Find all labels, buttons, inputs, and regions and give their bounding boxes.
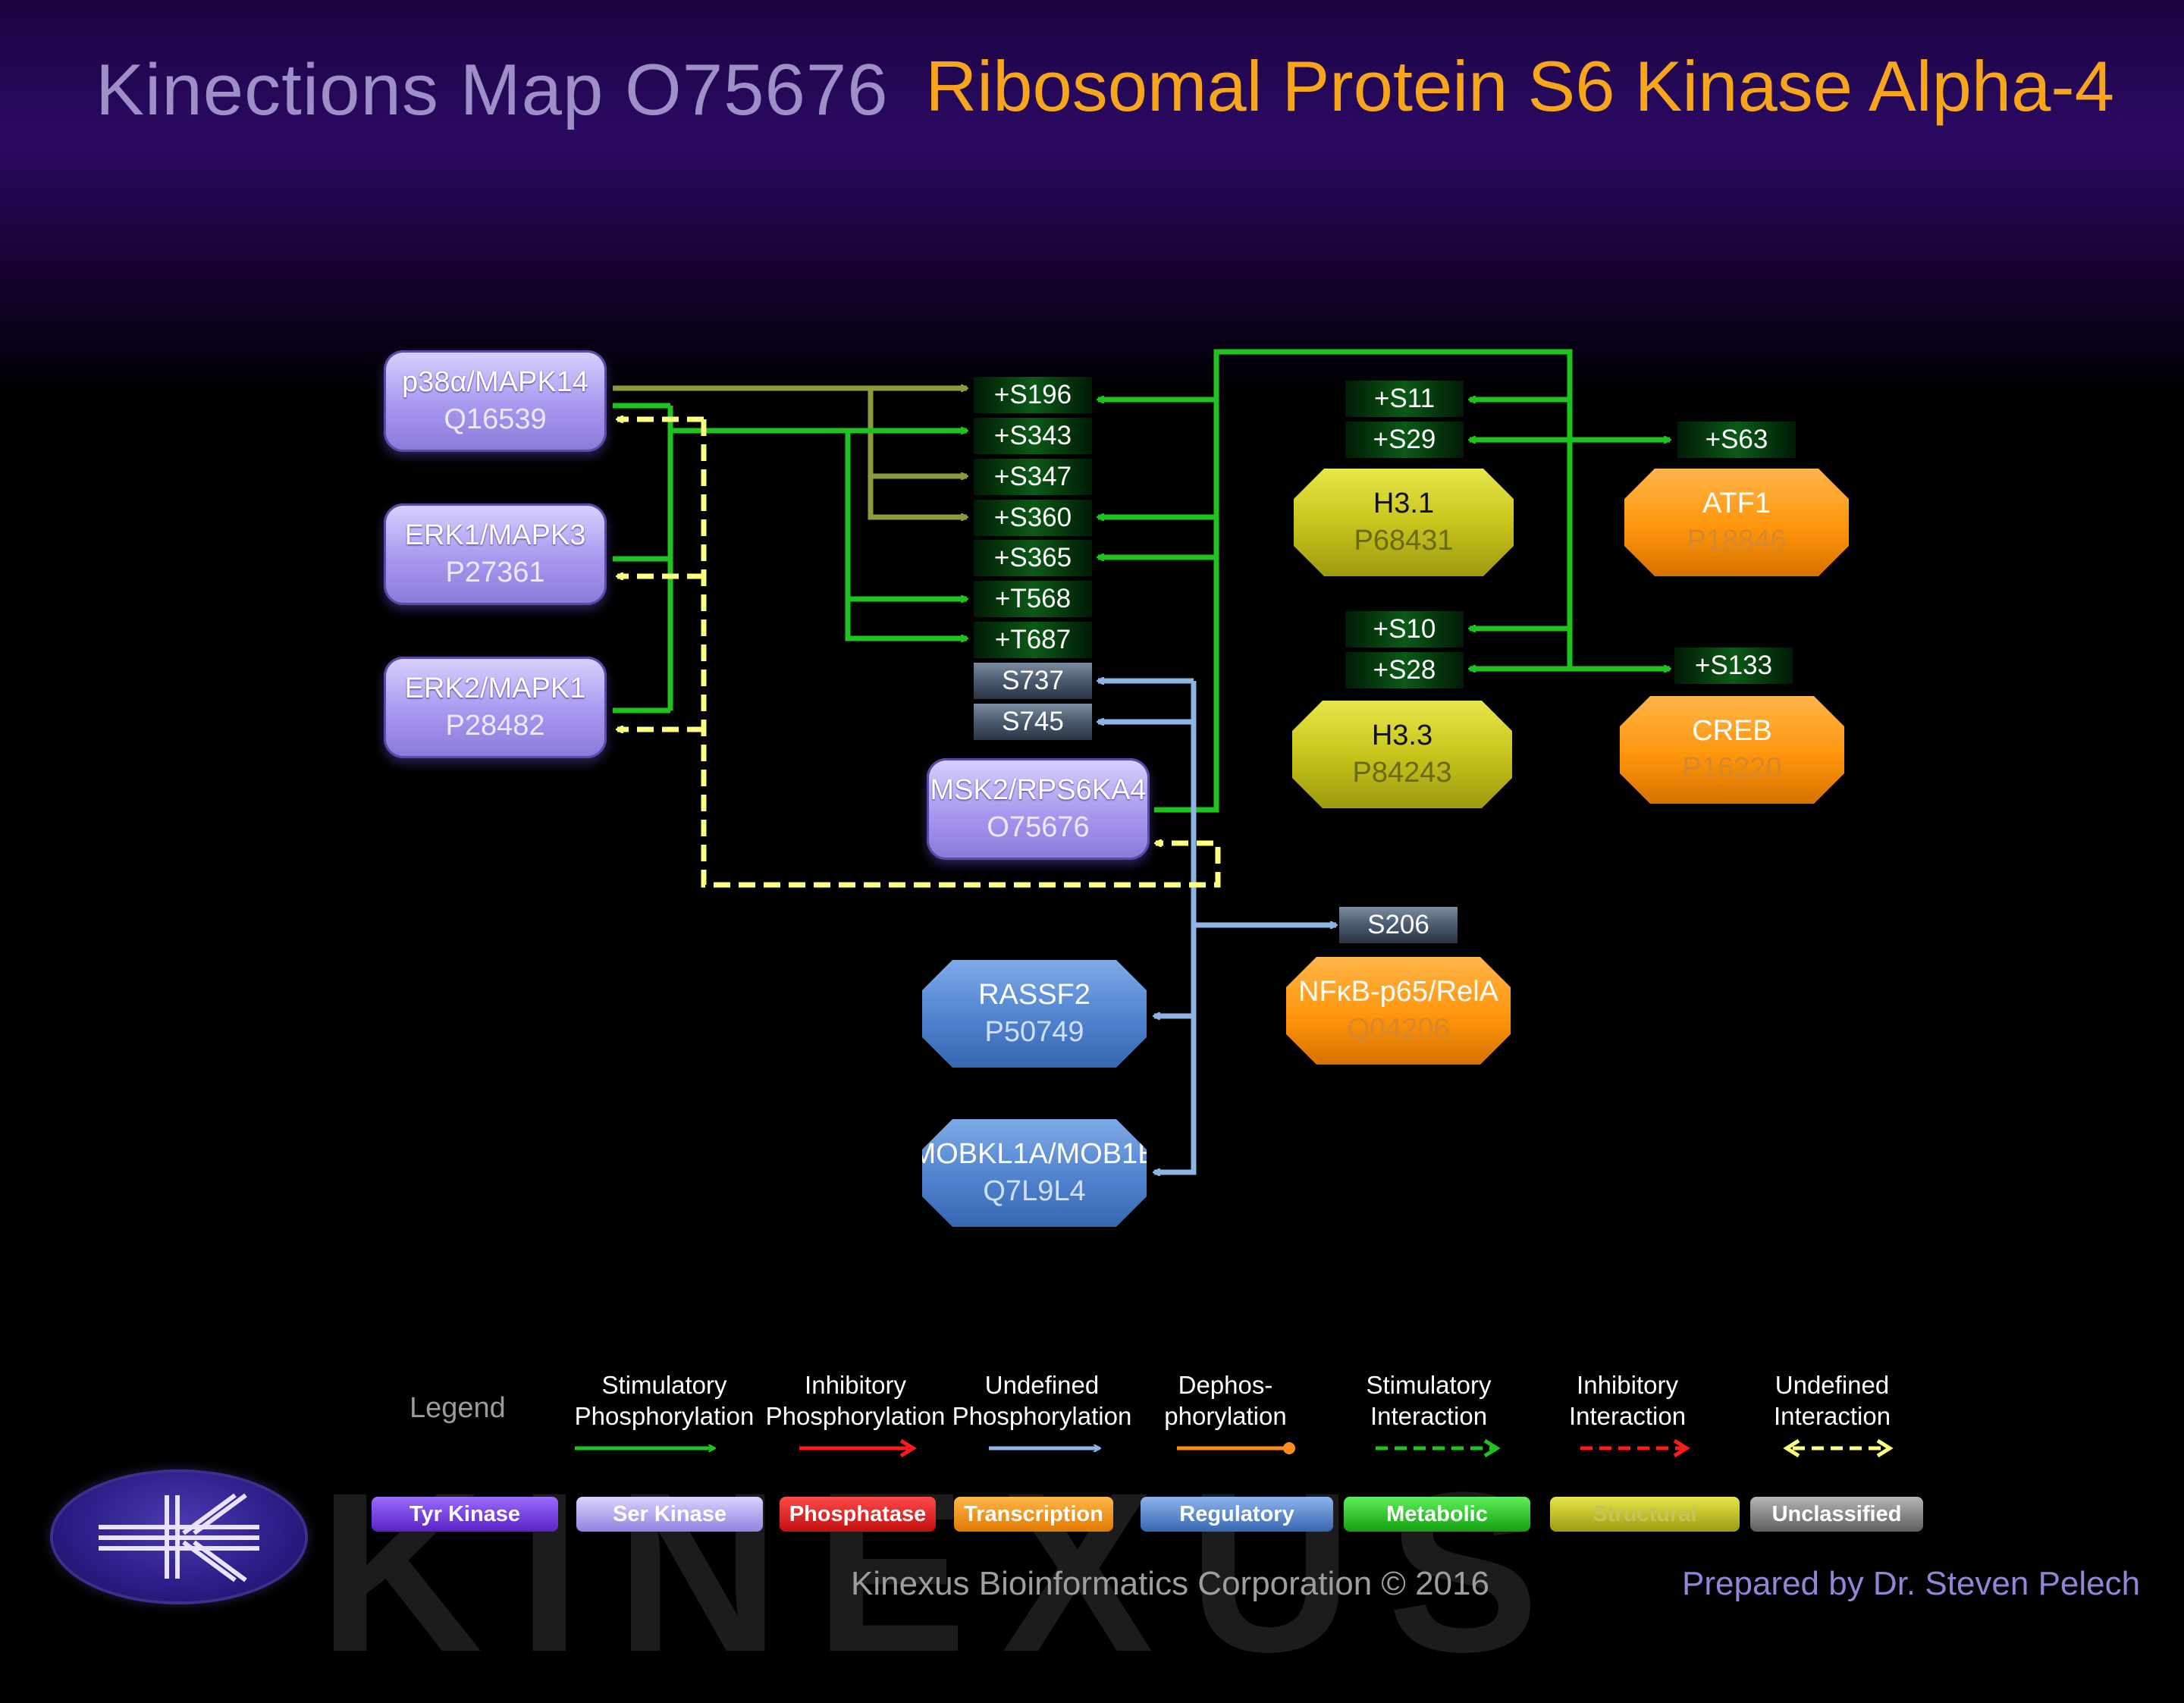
legend-chip-ser-kinase: Ser Kinase	[576, 1497, 763, 1532]
legend-chip-metabolic: Metabolic	[1344, 1497, 1530, 1532]
node-name: MOBKL1A/MOB1B	[912, 1138, 1157, 1171]
node-accession: P18846	[1687, 525, 1787, 557]
legend-chip-transcription: Transcription	[954, 1497, 1113, 1532]
site-nfkb-s206[interactable]: S206	[1339, 907, 1458, 943]
site-h31-s11[interactable]: +S11	[1345, 381, 1464, 417]
copyright-text: Kinexus Bioinformatics Corporation © 201…	[851, 1565, 1489, 1602]
node-accession: P16220	[1682, 752, 1782, 784]
site-s365[interactable]: +S365	[974, 540, 1092, 576]
node-accession: P84243	[1352, 757, 1452, 789]
site-s196[interactable]: +S196	[974, 377, 1092, 413]
node-accession: P68431	[1354, 525, 1454, 557]
prepared-by-text: Prepared by Dr. Steven Pelech	[1682, 1565, 2141, 1602]
site-t568[interactable]: +T568	[974, 581, 1092, 617]
node-name: ATF1	[1702, 488, 1771, 520]
legend-chip-structural: Structural	[1550, 1497, 1740, 1532]
site-s737[interactable]: S737	[974, 663, 1092, 699]
legend-chip-phosphatase: Phosphatase	[780, 1497, 936, 1532]
node-msk2-rps6ka4[interactable]: MSK2/RPS6KA4 O75676	[927, 758, 1150, 860]
node-accession: P50749	[984, 1016, 1084, 1048]
node-name: H3.3	[1371, 720, 1433, 752]
site-h33-s10[interactable]: +S10	[1345, 611, 1464, 648]
node-atf1[interactable]: ATF1 P18846	[1624, 469, 1849, 576]
node-name: ERK2/MAPK1	[404, 673, 586, 705]
node-h3-3[interactable]: H3.3 P84243	[1292, 701, 1512, 808]
site-s360[interactable]: +S360	[974, 500, 1092, 536]
legend-title: Legend	[410, 1392, 506, 1424]
legend-undefined-interaction: Undefined Interaction	[1773, 1371, 1891, 1431]
kinexus-k-icon	[99, 1493, 259, 1582]
legend-chip-tyr-kinase: Tyr Kinase	[372, 1497, 558, 1532]
node-name: MSK2/RPS6KA4	[930, 774, 1147, 807]
node-creb[interactable]: CREB P16220	[1620, 696, 1844, 804]
node-erk1-mapk3[interactable]: ERK1/MAPK3 P27361	[384, 503, 607, 605]
legend-dephosphorylation: Dephos- phorylation	[1164, 1371, 1287, 1431]
legend-stimulatory-interaction: Stimulatory Interaction	[1366, 1371, 1492, 1431]
node-name: H3.1	[1373, 488, 1435, 520]
map-title: Kinections Map O75676	[96, 49, 889, 130]
legend-inhibitory-interaction: Inhibitory Interaction	[1568, 1371, 1687, 1431]
node-accession: P28482	[445, 710, 545, 742]
interaction-lines	[575, 349, 1894, 1458]
node-name: RASSF2	[978, 979, 1090, 1011]
node-mobkl1a-mob1b[interactable]: MOBKL1A/MOB1B Q7L9L4	[922, 1119, 1147, 1227]
node-nfkb-p65-rela[interactable]: NFκB-p65/RelA Q04206	[1286, 957, 1511, 1065]
dephosphorylation-dot	[1283, 1442, 1295, 1454]
node-erk2-mapk1[interactable]: ERK2/MAPK1 P28482	[384, 657, 607, 758]
node-name: p38α/MAPK14	[402, 366, 588, 399]
node-accession: P27361	[445, 557, 545, 588]
node-accession: Q04206	[1347, 1013, 1450, 1045]
legend-stimulatory-phosphorylation: Stimulatory Phosphorylation	[574, 1371, 755, 1431]
node-p38a-mapk14[interactable]: p38α/MAPK14 Q16539	[384, 350, 607, 452]
site-s347[interactable]: +S347	[974, 459, 1092, 495]
legend-chip-unclassified: Unclassified	[1750, 1497, 1923, 1532]
site-creb-s133[interactable]: +S133	[1674, 648, 1793, 684]
site-h33-s28[interactable]: +S28	[1345, 652, 1464, 688]
legend-undefined-phosphorylation: Undefined Phosphorylation	[952, 1371, 1132, 1431]
node-h3-1[interactable]: H3.1 P68431	[1294, 469, 1514, 576]
node-accession: O75676	[987, 811, 1090, 843]
site-t687[interactable]: +T687	[974, 622, 1092, 658]
site-s343[interactable]: +S343	[974, 418, 1092, 454]
node-name: ERK1/MAPK3	[404, 519, 586, 552]
legend-inhibitory-phosphorylation: Inhibitory Phosphorylation	[765, 1371, 946, 1431]
site-atf1-s63[interactable]: +S63	[1677, 422, 1796, 458]
node-name: CREB	[1692, 715, 1772, 748]
node-rassf2[interactable]: RASSF2 P50749	[922, 960, 1147, 1068]
node-accession: Q7L9L4	[983, 1175, 1086, 1207]
legend-chip-regulatory: Regulatory	[1141, 1497, 1333, 1532]
node-accession: Q16539	[444, 403, 547, 435]
node-name: NFκB-p65/RelA	[1298, 976, 1498, 1008]
kinexus-logo	[53, 1472, 305, 1601]
protein-title: Ribosomal Protein S6 Kinase Alpha-4	[925, 46, 2114, 126]
site-s745[interactable]: S745	[974, 704, 1092, 740]
site-h31-s29[interactable]: +S29	[1345, 422, 1464, 458]
